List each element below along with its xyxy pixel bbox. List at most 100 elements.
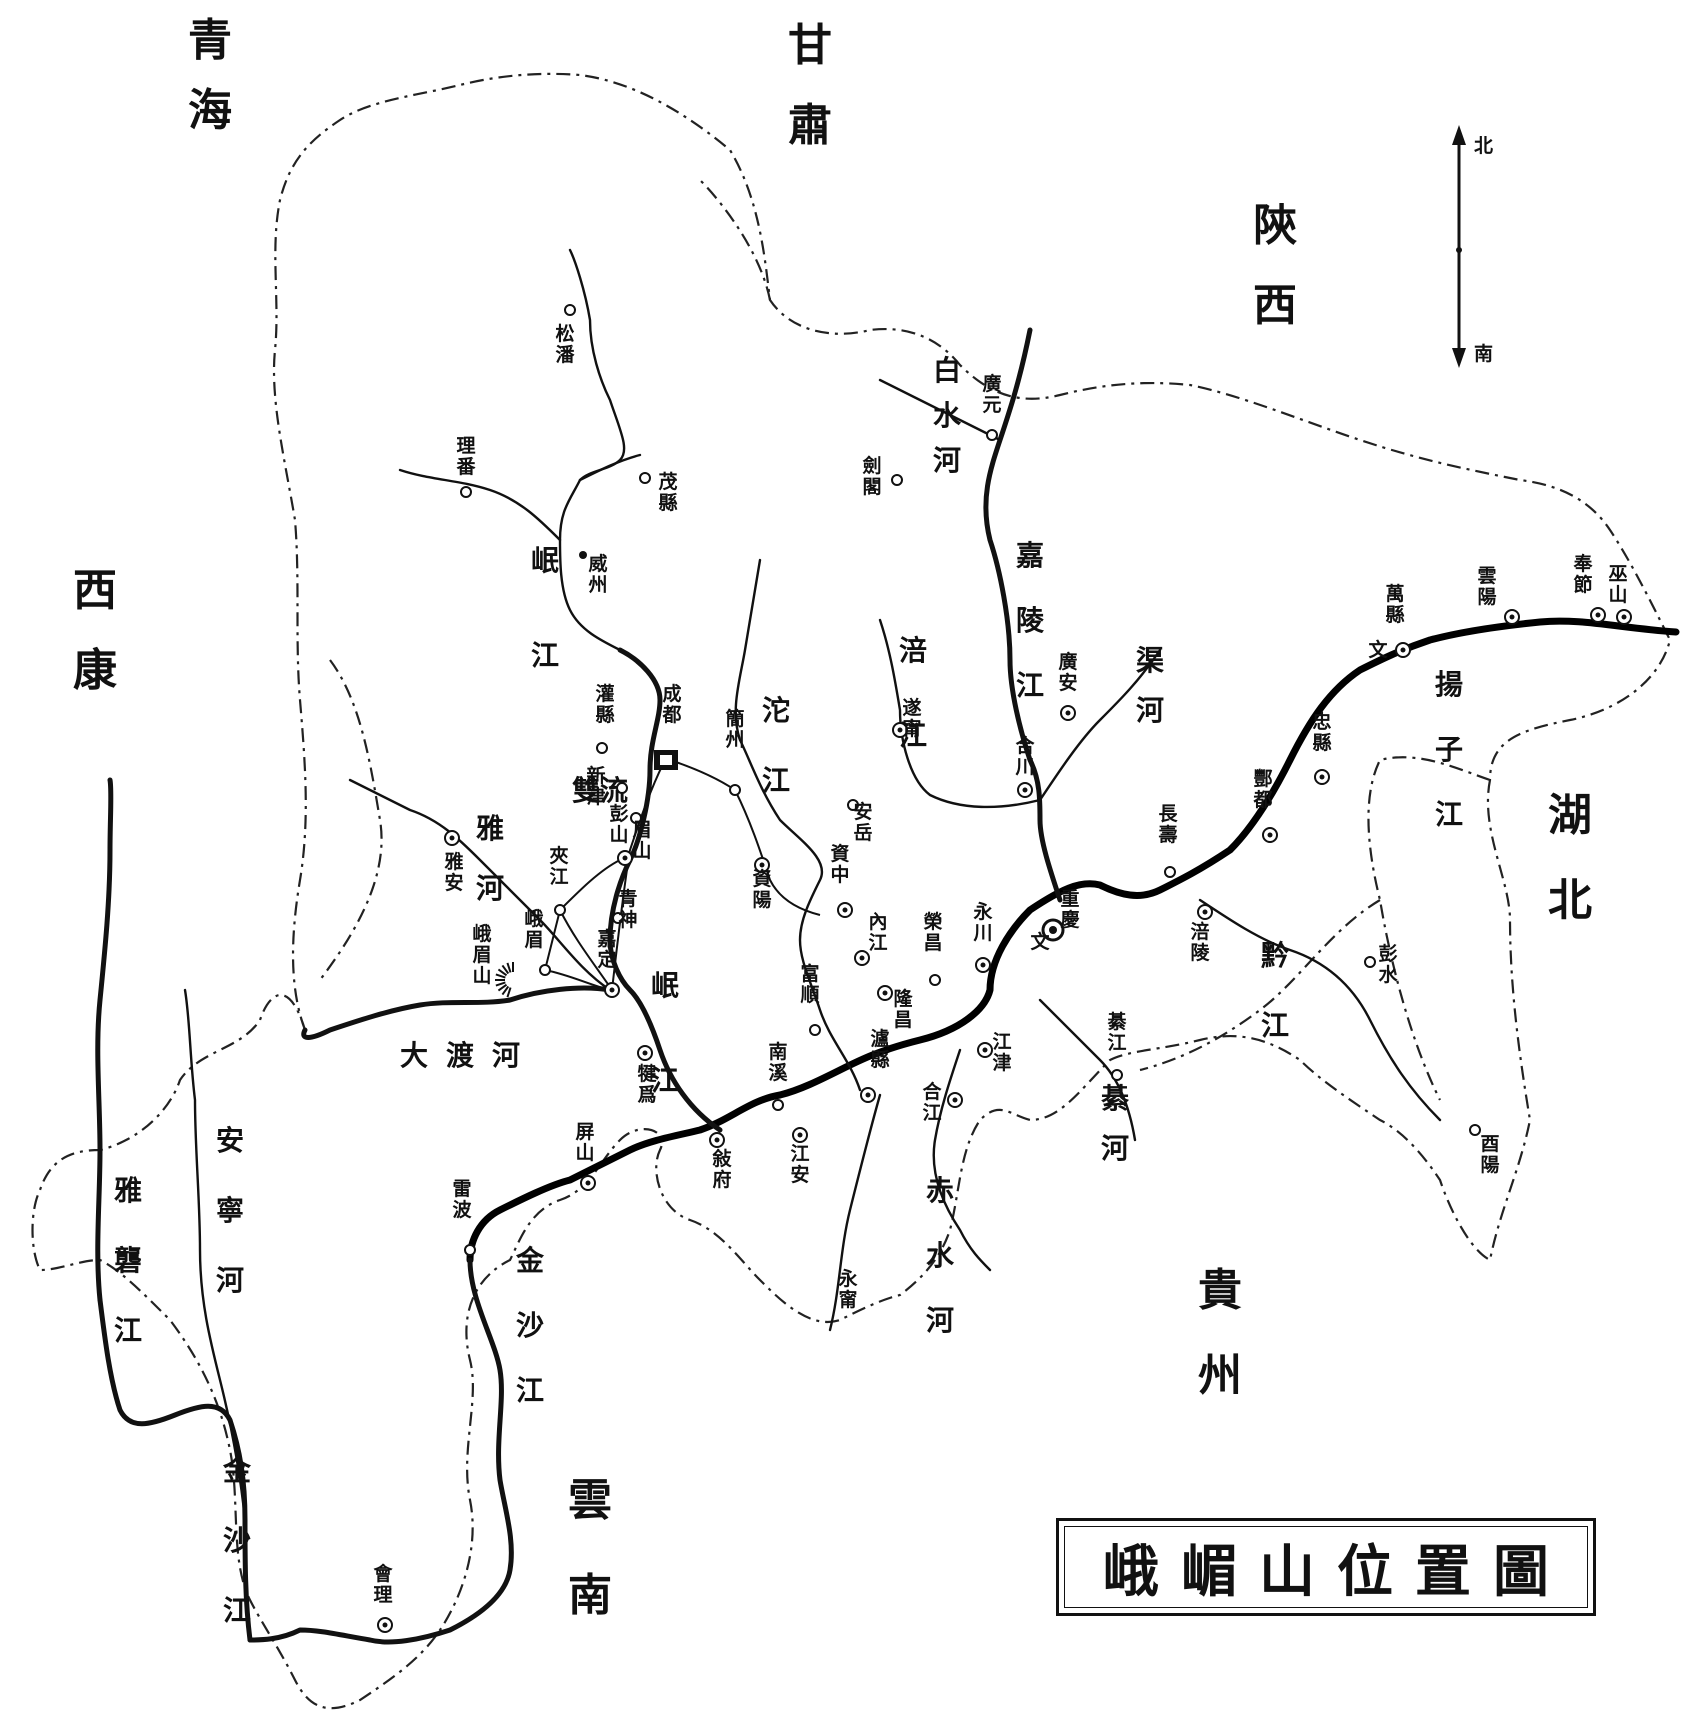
city-marker-meishan-inner — [622, 855, 628, 861]
city-label-jiading: 嘉定 — [596, 928, 616, 971]
city-label-zizhong: 資中 — [830, 842, 849, 886]
annotation-labels: 文文 — [1030, 638, 1388, 953]
city-marker-wushan-inner — [1621, 614, 1627, 620]
city-label-xinjin: 新津 — [586, 764, 605, 808]
city-label-hejiang: 合江 — [922, 1080, 942, 1124]
city-marker-pingshan-inner — [585, 1180, 591, 1186]
city-label-jianzhou: 簡州 — [725, 707, 744, 751]
city-marker-jiangjin-inner — [982, 1047, 988, 1053]
city-label-youyang: 酉陽 — [1480, 1133, 1499, 1176]
city-marker-changshou — [1164, 866, 1176, 878]
city-label-chongqing: 重慶 — [1059, 888, 1079, 931]
qian-river — [1198, 898, 1442, 1122]
city-label-songpan: 松潘 — [555, 322, 575, 366]
city-marker-emei — [539, 964, 551, 976]
province-label-gansu: 甘肅 — [788, 20, 832, 151]
province-borders — [31, 72, 1672, 1710]
jinsha-river-west — [97, 1297, 253, 1643]
min-river — [607, 647, 723, 1133]
compass-south-label: 南 — [1474, 343, 1493, 365]
city-marker-maoxian — [639, 472, 651, 484]
river-label-min-jiang-upper: 岷江 — [531, 544, 559, 672]
city-marker-huili-inner — [382, 1622, 388, 1628]
city-marker-longchang-inner — [882, 990, 888, 996]
city-label-zhongxian: 忠縣 — [1312, 711, 1331, 754]
city-label-luxian: 瀘縣 — [870, 1027, 889, 1071]
city-marker-fuling-inner — [1202, 909, 1208, 915]
city-label-qijiang: 綦江 — [1106, 1010, 1127, 1054]
city-marker-fushun — [809, 1024, 821, 1036]
city-marker-suining-inner — [897, 727, 903, 733]
city-marker-emeishan — [495, 962, 514, 998]
yalong-river — [95, 777, 114, 1303]
city-marker-jiangan-inner — [797, 1132, 803, 1138]
city-marker-yongchuan-inner — [980, 962, 986, 968]
road-jiajiang-meishan — [559, 859, 621, 911]
river-label-bai-shui-he: 白水河 — [933, 354, 962, 477]
city-label-longchang: 隆昌 — [893, 987, 913, 1031]
city-label-jiangan: 江安 — [790, 1143, 809, 1186]
city-marker-chengdu-inner — [660, 755, 672, 765]
city-label-neijiang: 內江 — [868, 911, 887, 954]
river-label-min-jiang-lower: 岷江 — [651, 969, 679, 1097]
city-label-guanxian: 灌縣 — [595, 682, 614, 726]
anning-river — [183, 988, 247, 1522]
city-label-nanxi: 南溪 — [768, 1041, 788, 1084]
fu-river — [878, 618, 1042, 809]
city-label-jiange: 劍閣 — [861, 454, 881, 498]
city-marker-fengdu-inner — [1267, 832, 1273, 838]
city-label-yongning: 永甯 — [837, 1267, 858, 1311]
city-marker-qingshen — [612, 912, 624, 924]
city-marker-guangyuan — [986, 429, 998, 441]
city-marker-ziyang-inner — [759, 862, 765, 868]
river-label-qu-he: 渠河 — [1136, 644, 1164, 727]
city-marker-xufu-inner — [714, 1137, 720, 1143]
city-marker-pengshan — [630, 812, 642, 824]
city-marker-hejiang-inner — [952, 1097, 958, 1103]
city-label-weizhou: 威州 — [588, 552, 607, 596]
city-labels: 松潘理番茂縣威州灌縣成都新津彭山眉山青神嘉定夾江峨眉峨眉山雅安簡州資陽安岳資中內… — [373, 322, 1627, 1606]
city-marker-neijiang-inner — [859, 955, 865, 961]
city-marker-jianwei-inner — [642, 1050, 648, 1056]
city-label-wanxian: 萬縣 — [1385, 583, 1404, 626]
city-label-hechuan: 合川 — [1014, 734, 1035, 778]
baishui-river — [878, 378, 1002, 442]
city-label-fushun: 富順 — [800, 962, 820, 1006]
city-label-yunyang: 雲陽 — [1477, 565, 1496, 608]
city-marker-fengjie-inner — [1595, 612, 1601, 618]
yongning-river — [828, 1093, 882, 1332]
city-marker-lifan — [460, 486, 472, 498]
dadu-river — [301, 985, 613, 1040]
province-label-yunnan: 雲南 — [568, 1475, 612, 1621]
qi-river — [1038, 998, 1137, 1142]
city-marker-leibo — [464, 1244, 476, 1256]
city-label-xufu: 敍府 — [711, 1147, 732, 1191]
city-marker-yaan-inner — [449, 835, 455, 841]
province-label-hubei: 湖北 — [1548, 790, 1592, 926]
city-label-suining: 遂甯 — [902, 696, 921, 740]
river-label-jin-sha-jiang-south: 金沙江 — [515, 1244, 545, 1407]
compass-north-label: 北 — [1474, 135, 1493, 157]
city-label-maoxian: 茂縣 — [658, 470, 677, 514]
rivers — [95, 248, 1680, 1645]
city-marker-zizhong-inner — [842, 907, 848, 913]
city-label-ziyang: 資陽 — [752, 867, 771, 911]
xikang-border — [319, 659, 383, 981]
province-label-qinghai: 青海 — [188, 15, 232, 136]
city-marker-anyue — [847, 799, 859, 811]
city-label-huili: 會理 — [373, 1562, 393, 1606]
city-marker-guangan-inner — [1065, 710, 1071, 716]
qu-river — [1038, 648, 1162, 802]
city-marker-luxian-inner — [865, 1092, 871, 1098]
city-label-pengshui: 彭水 — [1378, 942, 1398, 986]
river-label-jialing-jiang: 嘉陵江 — [1016, 539, 1045, 702]
guizhou-border — [1139, 899, 1381, 1072]
province-label-shaanxi: 陝西 — [1253, 200, 1297, 331]
chishui-river — [932, 1048, 992, 1272]
river-label-jin-sha-jiang-west: 金沙江 — [222, 1454, 252, 1627]
city-marker-songpan — [564, 304, 576, 316]
river-label-da-du-he: 大渡河 — [400, 1039, 538, 1072]
city-label-wushan: 巫山 — [1608, 563, 1627, 606]
